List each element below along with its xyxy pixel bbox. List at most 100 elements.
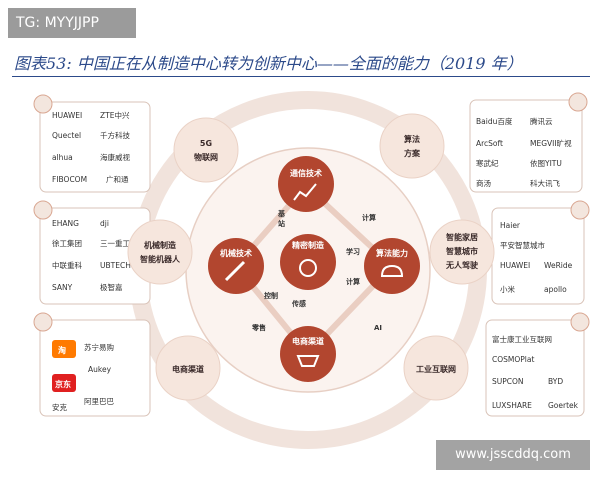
panel-logo: MEGVII旷视	[530, 138, 572, 148]
core-node-precision: 精密制造	[280, 234, 336, 290]
panel-logo: 腾讯云	[530, 116, 553, 126]
panel-logo: 极智嘉	[100, 282, 123, 292]
svg-text:机械制造: 机械制造	[144, 240, 176, 250]
svg-text:智能家居: 智能家居	[446, 232, 478, 242]
panel-logo: Quectel	[52, 131, 81, 140]
panel-ecommerce: 淘 苏宁易购 京东 Aukey 阿里巴巴 安克	[33, 312, 151, 417]
panel-logo: ArcSoft	[476, 139, 503, 148]
title-rule	[12, 76, 590, 77]
core-node-mech: 机械技术	[208, 238, 264, 294]
panel-logo: 依图YITU	[530, 158, 562, 168]
panel-logo: SUPCON	[492, 377, 524, 386]
svg-text:通信技术: 通信技术	[290, 168, 322, 178]
ring-node-robotics: 机械制造 智能机器人	[127, 219, 193, 285]
connector-label-compute: 计算	[346, 277, 360, 286]
brain-icon	[568, 92, 588, 112]
panel-logo: 寒武纪	[476, 158, 499, 168]
cart-icon	[296, 355, 320, 367]
wrench-icon	[224, 260, 246, 282]
svg-text:电商渠道: 电商渠道	[292, 336, 324, 346]
watermark-bottom: www.jsscddq.com	[436, 440, 590, 470]
panel-logo: COSMOPlat	[492, 355, 534, 364]
panel-logo: EHANG	[52, 219, 79, 228]
store-icon	[33, 312, 53, 332]
cloud-upload-icon	[380, 264, 404, 277]
connector-label-retail: 零售	[251, 323, 266, 332]
figure-title: 图表53: 中国正在从制造中心转为创新中心——全面的能力（2019 年）	[14, 54, 523, 73]
svg-text:物联网: 物联网	[194, 152, 218, 162]
ring-node-algorithm: 算法 方案	[379, 113, 445, 179]
svg-text:机械技术: 机械技术	[220, 248, 252, 258]
svg-text:电商渠道: 电商渠道	[172, 364, 204, 374]
panel-logo: 苏宁易购	[84, 342, 114, 352]
ring-node-smart-home: 智能家居 智慧城市 无人驾驶	[429, 219, 495, 285]
connector-label-control: 控制	[264, 291, 278, 300]
ring-node-5g: 5G 物联网	[173, 117, 239, 183]
connector-label-sensor: 传感	[291, 299, 306, 308]
panel-logo: 安克	[52, 402, 67, 412]
panel-logo: 阿里巴巴	[84, 397, 114, 406]
panel-logo: Haier	[500, 221, 521, 230]
core-node-ecom: 电商渠道	[280, 326, 336, 382]
panel-industrial: 富士康工业互联网 COSMOPlat SUPCON BYD LUXSHARE G…	[485, 312, 590, 417]
ring-node-ecommerce: 电商渠道	[155, 335, 221, 401]
panel-logo: HUAWEI	[52, 111, 82, 120]
panel-logo: 千方科技	[100, 130, 130, 140]
gear-icon	[299, 259, 317, 277]
factory-icon	[570, 312, 590, 332]
panel-logo: Aukey	[88, 365, 112, 374]
panel-logo: 广和通	[106, 174, 129, 184]
svg-text:精密制造: 精密制造	[292, 240, 324, 250]
panel-logo: 京东	[55, 379, 71, 389]
svg-text:智慧城市: 智慧城市	[446, 246, 478, 256]
svg-text:无人驾驶: 无人驾驶	[445, 260, 479, 270]
panel-telecom: HUAWEI ZTE中兴 Quectel 千方科技 alhua 海康威视 FIB…	[33, 94, 151, 193]
svg-text:智能机器人: 智能机器人	[140, 254, 181, 264]
panel-ai: Baidu百度 腾讯云 ArcSoft MEGVII旷视 寒武纪 依图YITU …	[469, 92, 588, 193]
panel-logo: dji	[100, 219, 109, 228]
panel-logo: 科大讯飞	[530, 178, 560, 188]
panel-logo: HUAWEI	[500, 261, 530, 270]
panel-logo: BYD	[548, 377, 563, 386]
panel-logo: SANY	[52, 283, 73, 292]
house-icon	[570, 200, 590, 220]
watermark-top: TG: MYYJJPP	[8, 8, 136, 38]
panel-logo: LUXSHARE	[492, 401, 532, 410]
svg-text:算法: 算法	[404, 134, 420, 144]
panel-logo: 徐工集团	[52, 238, 82, 248]
connector-label-base: 基	[277, 209, 286, 218]
svg-text:工业互联网: 工业互联网	[416, 364, 456, 374]
panel-smart-city: Haier 平安智慧城市 HUAWEI WeRide apollo 小米	[491, 200, 590, 305]
panel-logo: Baidu百度	[476, 116, 513, 126]
connector-label-base: 站	[278, 219, 285, 228]
connector-label-compute: 计算	[362, 213, 376, 222]
core-node-comm: 通信技术	[278, 156, 334, 212]
panel-logo: 富士康工业互联网	[492, 334, 552, 344]
panel-logo: 海康威视	[100, 152, 130, 162]
growth-chart-icon	[293, 183, 317, 201]
panel-logo: apollo	[544, 285, 567, 294]
ring-node-industrial: 工业互联网	[403, 335, 469, 401]
svg-text:5G: 5G	[200, 139, 212, 148]
jd-logo-icon	[52, 374, 76, 392]
panel-logo: 平安智慧城市	[500, 240, 545, 250]
panel-logo: 小米	[500, 284, 515, 294]
panel-logo: Goertek	[548, 401, 579, 410]
panel-logo: 淘	[58, 345, 66, 355]
panel-logo: UBTECH	[100, 261, 131, 270]
panel-logo: ZTE中兴	[100, 110, 130, 120]
panel-logo: FIBOCOM	[52, 175, 87, 184]
panel-robotics: EHANG dji 徐工集团 三一重工 中联重科 UBTECH SANY 极智嘉	[33, 200, 151, 305]
panel-logo: 商汤	[476, 178, 491, 188]
chip-icon	[33, 94, 53, 114]
svg-text:方案: 方案	[404, 148, 421, 158]
panel-logo: alhua	[52, 153, 73, 162]
svg-text:算法能力: 算法能力	[376, 248, 408, 258]
gear-icon	[33, 200, 53, 220]
panel-logo: 三一重工	[100, 239, 130, 248]
connector-label-ai: AI	[374, 324, 382, 332]
connector-label-learn: 学习	[346, 247, 360, 256]
taobao-logo-icon	[52, 340, 76, 358]
core-node-compute: 算法能力	[364, 238, 420, 294]
